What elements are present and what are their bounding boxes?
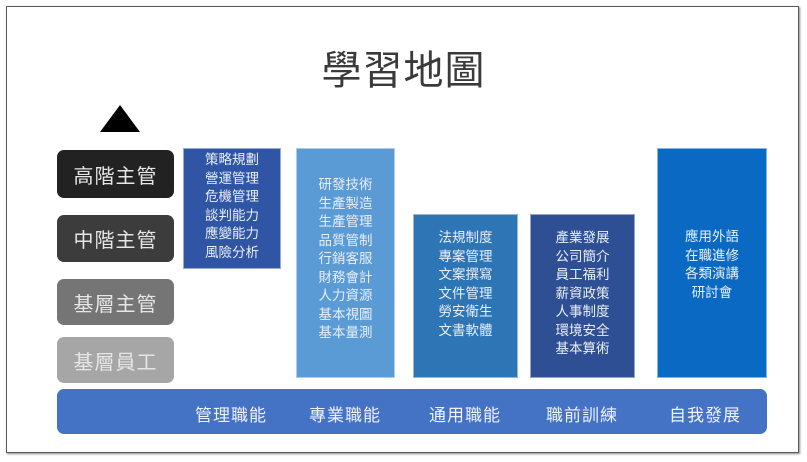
column-pre-job-training: 產業發展 公司簡介 員工福利 薪資政策 人事制度 環境安全 基本算術 — [530, 214, 635, 378]
level-middle-manager: 中階主管 — [57, 215, 174, 262]
course-item: 文書軟體 — [438, 322, 493, 339]
course-item: 危機管理 — [205, 189, 259, 205]
course-item: 基本量測 — [318, 325, 373, 341]
course-item: 應用外語 — [685, 229, 739, 245]
course-item: 環境安全 — [555, 322, 610, 339]
course-item: 研討會 — [691, 284, 733, 301]
level-first-line-manager: 基層主管 — [57, 279, 174, 325]
column-management-skills: 策略規劃 營運管理 危機管理 談判能力 應變能力 風險分析 — [183, 148, 281, 269]
category-label-management: 管理職能 — [195, 406, 267, 426]
category-bar — [57, 389, 767, 434]
course-item: 應變能力 — [205, 226, 259, 242]
course-item: 專案管理 — [438, 248, 493, 265]
up-arrow-icon — [100, 105, 140, 132]
course-item: 各類演講 — [685, 266, 739, 282]
course-item: 文案撰寫 — [438, 267, 493, 283]
page-title: 學習地圖 — [321, 48, 486, 94]
column-general-skills: 法規制度 專案管理 文案撰寫 文件管理 勞安衛生 文書軟體 — [413, 214, 518, 378]
category-label-pre-job: 職前訓練 — [546, 406, 618, 426]
course-item: 研發技術 — [318, 177, 373, 193]
level-label: 中階主管 — [73, 228, 158, 252]
course-item: 行銷客服 — [318, 251, 373, 267]
course-item: 人事制度 — [555, 304, 610, 320]
level-senior-manager: 高階主管 — [57, 150, 174, 198]
column-self-development: 應用外語 在職進修 各類演講 研討會 — [657, 148, 767, 378]
column-professional-skills: 研發技術 生產製造 生產管理 品質管制 行銷客服 財務會計 人力資源 基本視圖 … — [296, 148, 395, 378]
course-item: 員工福利 — [555, 267, 610, 283]
course-item: 談判能力 — [205, 207, 259, 224]
course-item: 風險分析 — [205, 244, 259, 261]
course-item: 生產管理 — [318, 214, 373, 230]
category-label-general: 通用職能 — [429, 406, 501, 426]
course-item: 基本視圖 — [318, 306, 373, 323]
course-item: 法規制度 — [438, 230, 493, 246]
course-item: 產業發展 — [555, 230, 610, 246]
category-label-professional: 專業職能 — [309, 406, 381, 426]
course-item: 人力資源 — [318, 288, 373, 304]
level-label: 基層主管 — [73, 291, 158, 316]
course-item: 薪資政策 — [555, 285, 610, 302]
course-item: 文件管理 — [438, 285, 493, 302]
level-staff: 基層員工 — [57, 337, 174, 383]
course-item: 公司簡介 — [555, 248, 610, 265]
course-item: 財務會計 — [318, 269, 373, 286]
level-label: 基層員工 — [73, 349, 158, 374]
course-item: 營運管理 — [205, 170, 259, 187]
course-item: 策略規劃 — [205, 152, 259, 168]
course-item: 品質管制 — [318, 232, 373, 249]
course-item: 生產製造 — [318, 195, 373, 212]
level-label: 高階主管 — [73, 163, 158, 188]
course-item: 基本算術 — [555, 341, 610, 357]
course-item: 勞安衛生 — [438, 304, 493, 320]
category-label-self-development: 自我發展 — [669, 406, 741, 426]
course-item: 在職進修 — [685, 247, 739, 264]
